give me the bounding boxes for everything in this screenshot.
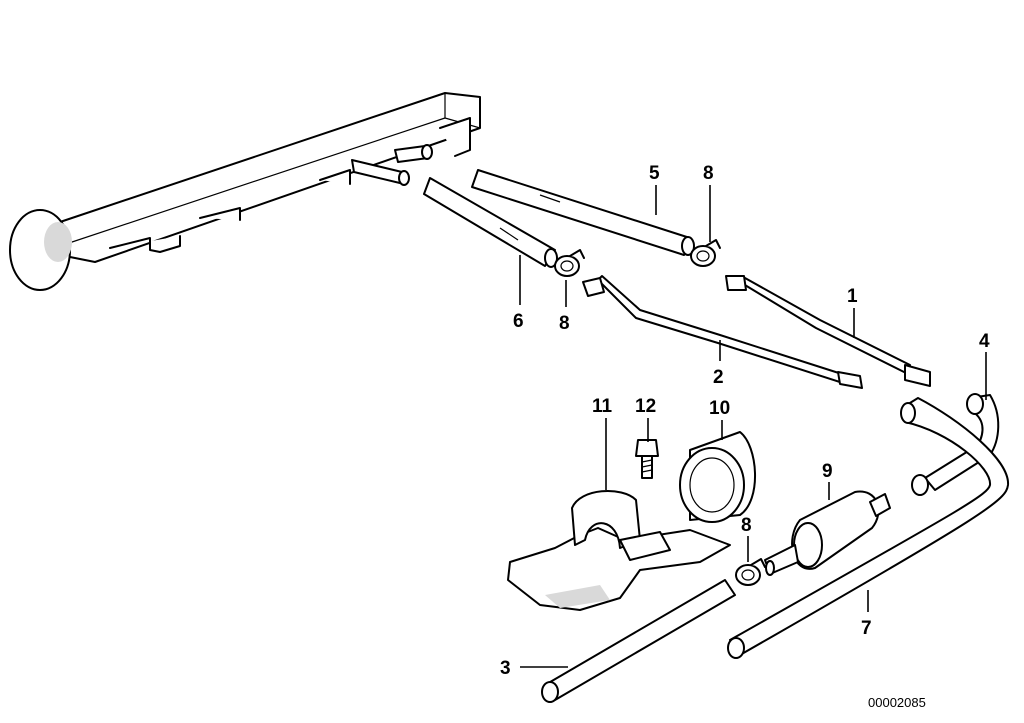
- hose-4: [911, 393, 1000, 496]
- rubber-sleeve: [679, 431, 757, 523]
- pipe-1: [725, 275, 931, 387]
- label-10: 10: [709, 398, 730, 419]
- label-2: 2: [713, 367, 724, 388]
- label-8-middle: 8: [559, 313, 570, 334]
- label-4: 4: [979, 331, 990, 352]
- label-3: 3: [500, 658, 511, 679]
- pipe-2: [582, 275, 863, 389]
- label-5: 5: [649, 163, 660, 184]
- label-1: 1: [847, 286, 858, 307]
- rail-nozzles: [351, 144, 433, 186]
- hose-7: [727, 397, 1010, 659]
- bolt: [635, 439, 659, 479]
- bracket: [507, 490, 731, 611]
- label-8-upper: 8: [703, 163, 714, 184]
- clamp-upper: [690, 239, 721, 267]
- label-6: 6: [513, 311, 524, 332]
- hose-5: [471, 169, 695, 256]
- clamp-middle: [554, 249, 585, 277]
- label-12: 12: [635, 396, 656, 417]
- hose-6: [423, 177, 558, 268]
- clamp-lower: [735, 558, 766, 586]
- label-9: 9: [822, 461, 833, 482]
- label-7: 7: [861, 618, 872, 639]
- fuel-filter: [764, 490, 891, 576]
- label-8-lower: 8: [741, 515, 752, 536]
- drawing-code: 00002085: [868, 695, 926, 710]
- hose-3: [541, 579, 736, 703]
- label-11: 11: [592, 396, 613, 417]
- leader-lines: [519, 185, 987, 668]
- fuel-rail: [9, 92, 481, 291]
